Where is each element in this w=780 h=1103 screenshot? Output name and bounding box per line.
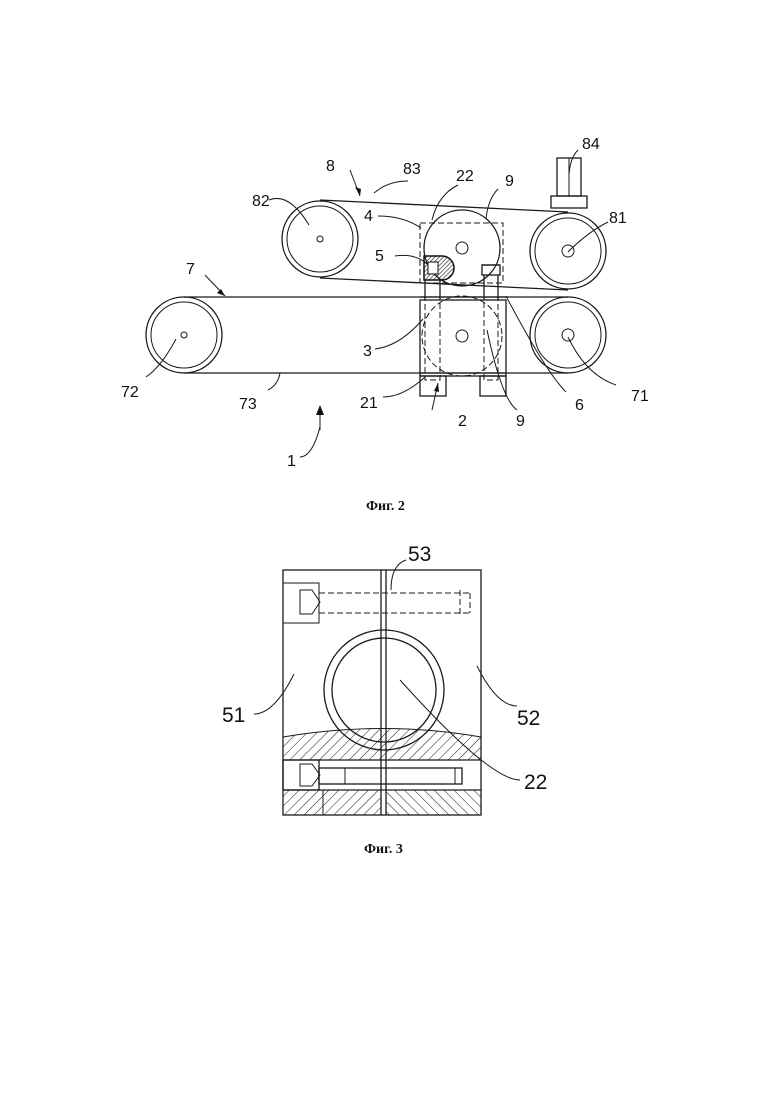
label-52: 52 [517,707,540,730]
pulley-81 [530,213,606,289]
label-6: 6 [575,397,584,414]
pulley-71 [530,297,606,373]
bottom-screw [283,760,481,790]
leader-lines [146,150,616,457]
label-4: 4 [364,208,373,225]
lower-belt-conveyor [146,297,606,373]
figure-3-caption: Фиг. 3 [364,842,403,857]
label-1: 1 [287,453,296,470]
label-3: 3 [363,343,372,360]
label-9-bottom: 9 [516,413,525,430]
label-51: 51 [222,704,245,727]
pulley-82 [282,201,358,277]
label-53: 53 [408,543,431,566]
label-21: 21 [360,395,378,412]
label-7: 7 [186,261,195,278]
figure-2-drawing: 8 83 22 9 84 82 4 81 5 7 3 72 73 21 2 9 … [121,136,649,514]
figure-2-caption: Фиг. 2 [366,499,405,514]
label-2: 2 [458,413,467,430]
label-83: 83 [403,161,421,178]
bearing-clamp-5 [424,256,454,280]
label-22-fig3: 22 [524,771,547,794]
figure-3-drawing: 51 52 53 22 Фиг. 3 [222,543,547,857]
pulley-72 [146,297,222,373]
label-73: 73 [239,396,257,413]
label-84: 84 [582,136,600,153]
label-72: 72 [121,384,139,401]
support-feet [420,376,506,396]
motor-84 [551,158,587,208]
hatched-section [283,729,481,816]
label-8: 8 [326,158,335,175]
lower-roller-block [420,296,506,380]
top-screw-53 [283,583,470,623]
label-71: 71 [631,388,649,405]
label-82: 82 [252,193,270,210]
label-22: 22 [456,168,474,185]
label-5: 5 [375,248,384,265]
label-81: 81 [609,210,627,227]
clamp-body [283,570,481,815]
label-9-top: 9 [505,173,514,190]
